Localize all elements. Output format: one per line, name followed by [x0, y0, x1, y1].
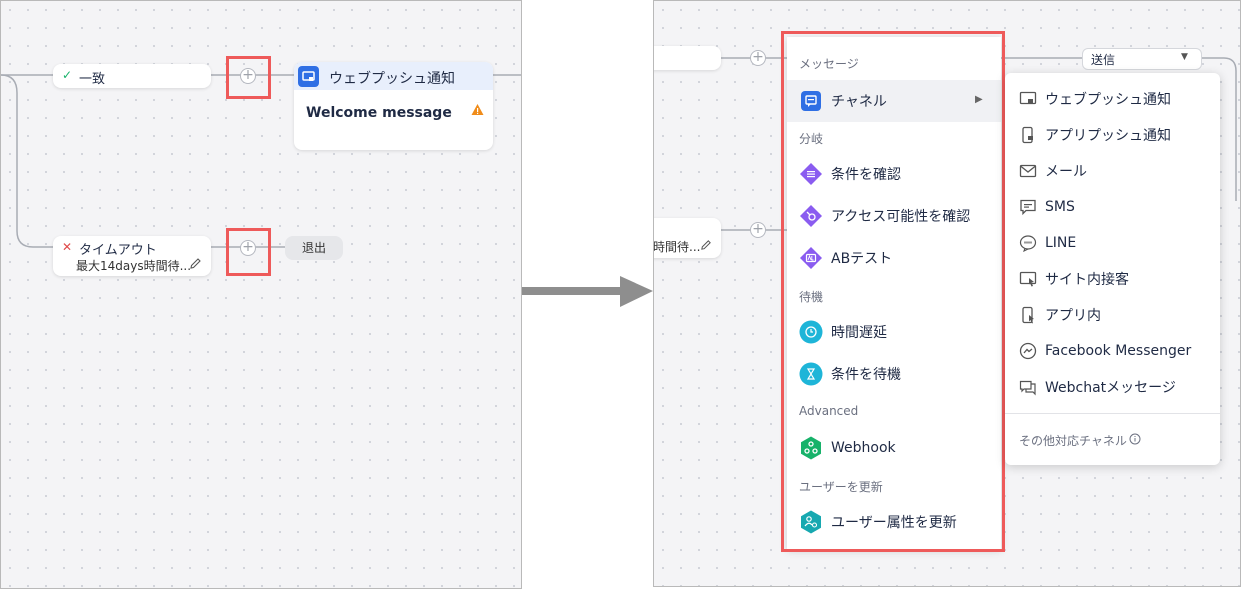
submenu-item-onsite[interactable]: サイト内接客 — [1005, 264, 1220, 294]
timeout-label: タイムアウト — [79, 243, 157, 258]
menu-item-webhook[interactable]: Webhook — [787, 428, 1001, 468]
hourglass-icon — [799, 362, 823, 386]
menu-item-label: アクセス可能性を確認 — [831, 209, 971, 225]
right-canvas: + 時間待... + 送信 ▼ メッセージ チャネル ▶ 分岐 条件を確認 — [653, 0, 1241, 587]
menu-item-time-delay[interactable]: 時間遅延 — [787, 312, 1001, 352]
section-advanced: Advanced — [799, 404, 859, 418]
user-attribute-icon — [799, 510, 823, 534]
check-icon: ✓ — [62, 68, 73, 82]
transition-arrow-icon — [522, 276, 653, 307]
submenu-item-facebook-messenger[interactable]: Facebook Messenger — [1005, 336, 1220, 366]
close-icon: ✕ — [62, 240, 73, 254]
chevron-right-icon: ▶ — [975, 94, 983, 105]
reachability-icon — [799, 204, 823, 228]
menu-item-ab-test[interactable]: ABテスト — [787, 238, 1001, 278]
mobile-icon — [1022, 126, 1033, 144]
submenu-item-label: アプリ内 — [1045, 308, 1101, 324]
node-header — [294, 62, 493, 90]
messenger-icon — [1019, 342, 1037, 360]
timeout-branch[interactable]: ✕ タイムアウト 最大14days時間待... — [53, 236, 211, 276]
timeout-sub: 最大14days時間待... — [76, 259, 192, 273]
mail-icon — [1019, 164, 1037, 178]
menu-item-label: ABテスト — [831, 251, 893, 267]
match-label: 一致 — [79, 72, 106, 87]
submenu-item-label: LINE — [1045, 235, 1077, 251]
highlight-box — [226, 228, 271, 276]
submenu-item-in-app[interactable]: アプリ内 — [1005, 300, 1220, 330]
section-branch: 分岐 — [799, 132, 824, 146]
webchat-icon — [1019, 380, 1036, 396]
match-branch[interactable]: ✓ 一致 — [53, 64, 211, 88]
clock-icon — [799, 320, 823, 344]
webhook-icon — [799, 436, 823, 460]
send-dropdown[interactable]: 送信 ▼ — [1082, 48, 1202, 70]
menu-item-wait-condition[interactable]: 条件を待機 — [787, 354, 1001, 394]
submenu-divider — [1005, 413, 1220, 414]
exit-label: 退出 — [301, 241, 326, 255]
exit-node[interactable]: 退出 — [285, 236, 343, 260]
add-step-menu: メッセージ チャネル ▶ 分岐 条件を確認 アクセス可能性を確認 A — [787, 37, 1001, 549]
onsite-icon — [1019, 271, 1037, 287]
submenu-item-label: メール — [1045, 164, 1087, 180]
node-title: ウェブプッシュ通知 — [329, 71, 455, 87]
send-label: 送信 — [1091, 53, 1116, 67]
menu-item-hover-bg — [787, 80, 1001, 122]
web-push-icon — [298, 66, 319, 87]
channel-submenu: ウェブプッシュ通知 アプリプッシュ通知 メール SMS LINE サイト内接客 … — [1005, 73, 1220, 465]
menu-item-label: ユーザー属性を更新 — [831, 515, 957, 531]
add-step-icon[interactable]: + — [750, 222, 766, 238]
submenu-item-sms[interactable]: SMS — [1005, 192, 1220, 222]
in-app-icon — [1022, 306, 1034, 324]
submenu-item-label: サイト内接客 — [1045, 272, 1129, 288]
menu-item-check-condition[interactable]: 条件を確認 — [787, 154, 1001, 194]
sms-icon — [1020, 199, 1036, 216]
pencil-icon[interactable] — [189, 257, 202, 274]
menu-item-channel[interactable]: チャネル ▶ — [787, 81, 1001, 121]
submenu-item-app-push[interactable]: アプリプッシュ通知 — [1005, 120, 1220, 150]
channel-icon — [799, 89, 823, 113]
submenu-item-line[interactable]: LINE — [1005, 228, 1220, 258]
section-message: メッセージ — [799, 57, 859, 71]
partial-timeout-sub: 時間待... — [653, 240, 701, 254]
submenu-item-webchat[interactable]: Webchatメッセージ — [1005, 372, 1220, 402]
menu-item-label: 条件を待機 — [831, 367, 901, 383]
section-wait: 待機 — [799, 290, 824, 304]
submenu-footer-link[interactable]: その他対応チャネル — [1019, 432, 1141, 449]
partial-timeout-node[interactable]: 時間待... — [653, 218, 721, 258]
submenu-item-label: SMS — [1045, 199, 1075, 215]
line-icon — [1019, 235, 1037, 252]
info-icon — [1129, 433, 1141, 448]
submenu-item-label: アプリプッシュ通知 — [1045, 128, 1171, 144]
ab-test-icon — [799, 246, 823, 270]
add-step-icon[interactable]: + — [750, 50, 766, 66]
pencil-icon[interactable] — [700, 239, 712, 255]
section-update-user: ユーザーを更新 — [799, 480, 883, 494]
menu-item-check-reachability[interactable]: アクセス可能性を確認 — [787, 196, 1001, 236]
partial-branch-node[interactable] — [654, 46, 721, 70]
menu-item-label: チャネル — [831, 94, 887, 110]
node-message: Welcome message — [306, 105, 452, 121]
add-step-icon[interactable]: + — [240, 68, 256, 84]
add-step-icon[interactable]: + — [240, 240, 256, 256]
menu-item-update-user-attribute[interactable]: ユーザー属性を更新 — [787, 502, 1001, 542]
web-push-icon — [1019, 91, 1037, 105]
submenu-item-label: Facebook Messenger — [1045, 343, 1192, 359]
menu-item-label: Webhook — [831, 440, 896, 456]
submenu-footer-label: その他対応チャネル — [1019, 434, 1127, 448]
submenu-item-web-push[interactable]: ウェブプッシュ通知 — [1005, 84, 1220, 114]
condition-icon — [799, 162, 823, 186]
submenu-item-label: Webchatメッセージ — [1045, 380, 1176, 396]
highlight-box — [226, 56, 271, 99]
warning-icon — [471, 103, 484, 120]
menu-item-label: 条件を確認 — [831, 167, 901, 183]
menu-item-label: 時間遅延 — [831, 325, 887, 341]
caret-down-icon: ▼ — [1181, 52, 1188, 62]
web-push-node[interactable]: ウェブプッシュ通知 Welcome message — [294, 62, 493, 150]
submenu-item-label: ウェブプッシュ通知 — [1045, 92, 1171, 108]
highlight-box — [781, 31, 1005, 552]
submenu-item-email[interactable]: メール — [1005, 156, 1220, 186]
left-canvas: ✓ 一致 + ウェブプッシュ通知 Welcome message ✕ タイムアウ… — [0, 0, 522, 589]
